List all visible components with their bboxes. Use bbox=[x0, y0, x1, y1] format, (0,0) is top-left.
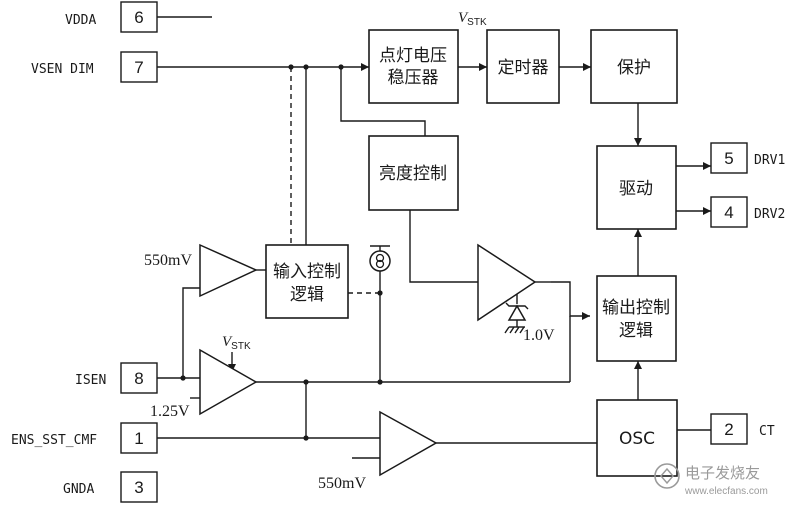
ref-10v: 1.0V bbox=[523, 327, 555, 344]
output-logic-label-2: 逻辑 bbox=[619, 321, 653, 341]
pin-number-7: 7 bbox=[134, 58, 143, 77]
comparator-550mv bbox=[199, 243, 258, 298]
junction-dot bbox=[303, 64, 309, 70]
watermark: 电子发烧友 www.elecfans.com bbox=[654, 463, 768, 497]
vstk-label-top: VSTK bbox=[458, 10, 487, 28]
watermark-text: 电子发烧友 bbox=[685, 464, 760, 482]
watermark-url: www.elecfans.com bbox=[684, 486, 768, 497]
pin-vsen: VSEN DIM 7 bbox=[31, 51, 158, 83]
vstk-label-isen: VSTK bbox=[222, 334, 251, 352]
regulator-block bbox=[368, 29, 459, 104]
pin-gnda: GNDA 3 bbox=[63, 471, 158, 503]
pin-vdda: VDDA 6 bbox=[65, 1, 158, 33]
osc-block bbox=[596, 399, 678, 477]
input-logic-label-2: 逻辑 bbox=[290, 285, 324, 305]
input-logic-block bbox=[265, 244, 349, 319]
protect-block bbox=[590, 29, 678, 104]
ref-550mv-top: 550mV bbox=[144, 252, 192, 269]
current-source-icon bbox=[369, 245, 391, 272]
junction-dot bbox=[303, 435, 309, 441]
pin-ens: ENS_SST_CMF 1 bbox=[11, 422, 158, 454]
timer-block bbox=[486, 29, 560, 104]
arrow-outlogic-up bbox=[634, 361, 642, 369]
comparator-ens bbox=[379, 410, 438, 477]
pin-label-vsen: VSEN DIM bbox=[31, 62, 94, 77]
junction-dot bbox=[338, 64, 344, 70]
pin-drv2: 4 DRV2 bbox=[710, 196, 785, 228]
protect-label: 保护 bbox=[617, 58, 651, 78]
arrow-driver-up bbox=[634, 229, 642, 237]
pin-ct: 2 CT bbox=[710, 413, 775, 445]
driver-label: 驱动 bbox=[619, 179, 653, 199]
pin-number-6: 6 bbox=[134, 8, 143, 27]
pin-isen: ISEN 8 bbox=[75, 362, 158, 394]
arrow-drv2 bbox=[703, 207, 711, 215]
timer-label: 定时器 bbox=[498, 58, 549, 78]
pin-label-ct: CT bbox=[759, 424, 775, 439]
junction-dot bbox=[377, 290, 383, 296]
wire-vsen-brightness bbox=[340, 67, 426, 136]
arrow-outlogic bbox=[582, 312, 590, 320]
arrow-protect bbox=[583, 63, 591, 71]
pin-label-drv2: DRV2 bbox=[754, 207, 785, 222]
pin-drv1: 5 DRV1 bbox=[710, 142, 785, 174]
junctions bbox=[180, 64, 383, 441]
arrow-drv1 bbox=[703, 162, 711, 170]
wire-isen-comp550 bbox=[182, 287, 200, 378]
junction-dot bbox=[303, 379, 309, 385]
pin-label-ens: ENS_SST_CMF bbox=[11, 433, 97, 448]
junction-dot bbox=[288, 64, 294, 70]
pin-label-drv1: DRV1 bbox=[754, 153, 785, 168]
comparator-isen bbox=[199, 348, 258, 416]
pin-number-5: 5 bbox=[724, 149, 733, 168]
input-logic-label-1: 输入控制 bbox=[273, 262, 341, 282]
pin-label-vdda: VDDA bbox=[65, 13, 96, 28]
junction-dot bbox=[377, 379, 383, 385]
arrowheads bbox=[228, 63, 711, 372]
pin-number-1: 1 bbox=[134, 429, 143, 448]
brightness-block bbox=[368, 135, 459, 211]
pin-number-3: 3 bbox=[134, 478, 143, 497]
osc-label: OSC bbox=[619, 429, 655, 449]
comparator-brightness bbox=[477, 243, 537, 322]
pin-label-gnda: GNDA bbox=[63, 482, 94, 497]
brightness-label: 亮度控制 bbox=[379, 164, 447, 184]
ref-550mv-bottom: 550mV bbox=[318, 475, 366, 492]
arrow-timer bbox=[479, 63, 487, 71]
pin-number-2: 2 bbox=[724, 420, 733, 439]
regulator-label-1: 点灯电压 bbox=[379, 46, 447, 66]
output-logic-block bbox=[596, 275, 677, 362]
arrow-regulator bbox=[361, 63, 369, 71]
arrow-driver bbox=[634, 138, 642, 146]
watermark-logo-icon bbox=[654, 463, 680, 489]
junction-dot bbox=[180, 375, 186, 381]
pin-number-4: 4 bbox=[724, 203, 733, 222]
wire-brightness-comp bbox=[409, 210, 478, 283]
wires bbox=[157, 16, 711, 459]
regulator-label-2: 稳压器 bbox=[388, 68, 439, 88]
ref-125v: 1.25V bbox=[150, 403, 190, 420]
driver-block bbox=[596, 145, 677, 230]
pin-number-8: 8 bbox=[134, 369, 143, 388]
pin-label-isen: ISEN bbox=[75, 373, 106, 388]
output-logic-label-1: 输出控制 bbox=[602, 298, 670, 318]
zener-reference bbox=[504, 294, 529, 334]
wire-comp-outlogic bbox=[551, 281, 590, 317]
